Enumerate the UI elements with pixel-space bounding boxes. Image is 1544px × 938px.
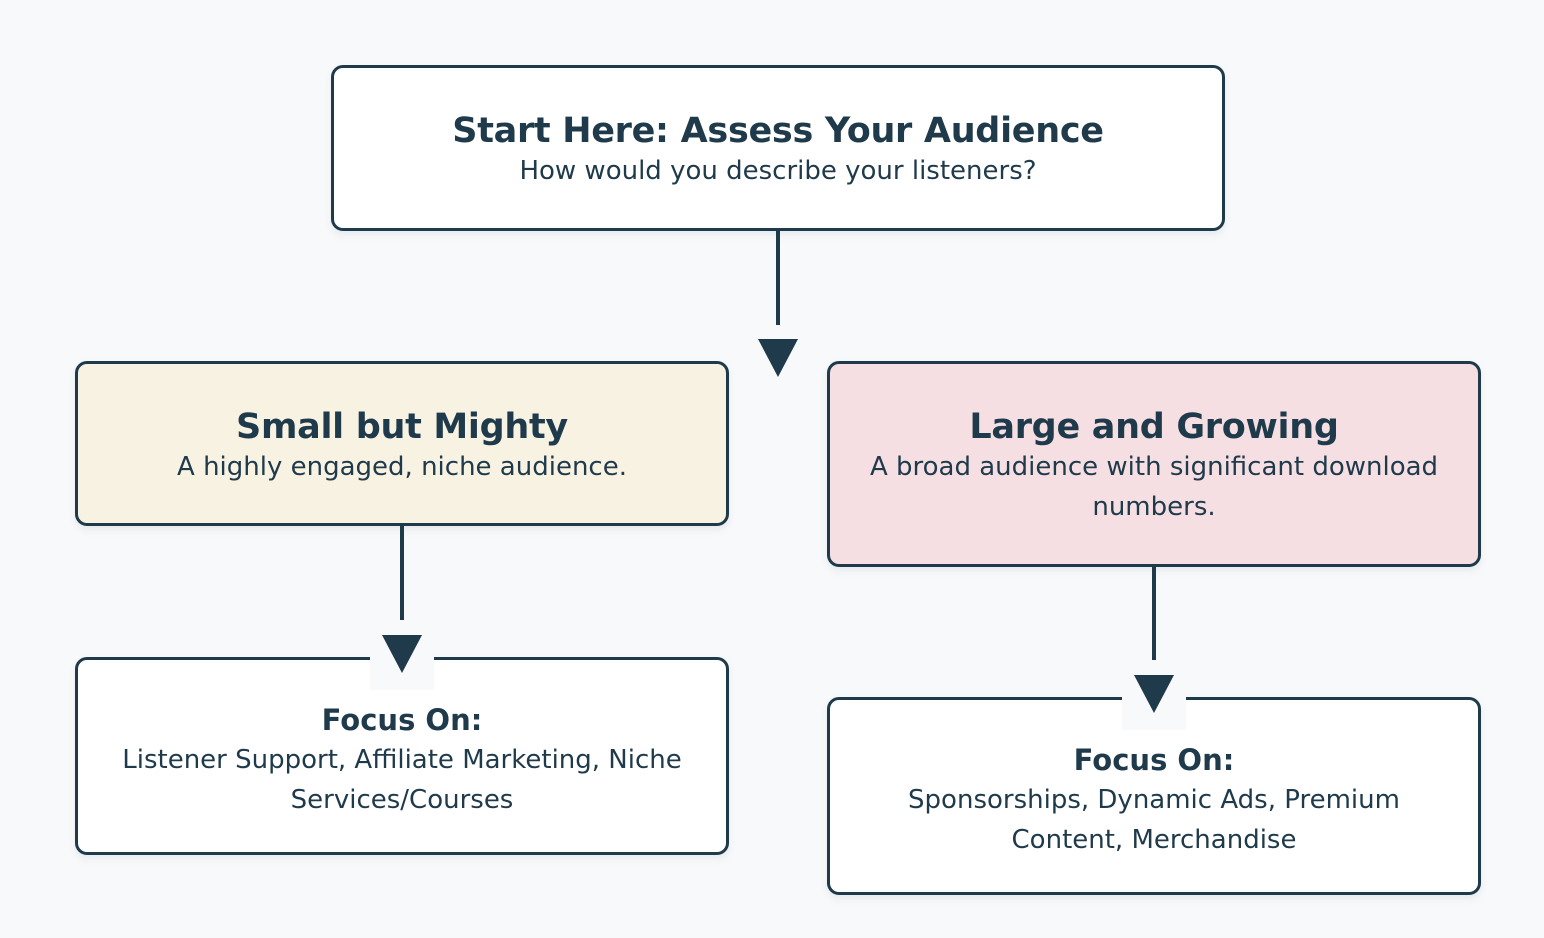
small-connector-line — [400, 526, 404, 620]
large-focus-node: Focus On: Sponsorships, Dynamic Ads, Pre… — [827, 697, 1481, 895]
start-connector-line — [776, 231, 780, 325]
large-subtitle: A broad audience with significant downlo… — [869, 452, 1439, 522]
start-arrow-head-icon — [758, 339, 798, 377]
small-audience-node: Small but Mighty A highly engaged, niche… — [75, 361, 729, 526]
start-node: Start Here: Assess Your Audience How wou… — [331, 65, 1225, 231]
small-focus-title: Focus On: — [321, 703, 483, 737]
start-title: Start Here: Assess Your Audience — [452, 111, 1104, 151]
small-focus-text: Listener Support, Affiliate Marketing, N… — [122, 745, 682, 815]
small-subtitle: A highly engaged, niche audience. — [177, 452, 627, 482]
large-title: Large and Growing — [969, 407, 1339, 447]
large-connector-line — [1152, 567, 1156, 660]
large-audience-node: Large and Growing A broad audience with … — [827, 361, 1481, 567]
large-focus-text: Sponsorships, Dynamic Ads, Premium Conte… — [908, 785, 1400, 855]
small-focus-node: Focus On: Listener Support, Affiliate Ma… — [75, 657, 729, 855]
small-title: Small but Mighty — [236, 407, 568, 447]
small-arrow-head-icon — [382, 635, 422, 673]
start-subtitle: How would you describe your listeners? — [519, 156, 1037, 186]
large-arrow-head-icon — [1134, 675, 1174, 713]
large-focus-title: Focus On: — [1073, 743, 1235, 777]
